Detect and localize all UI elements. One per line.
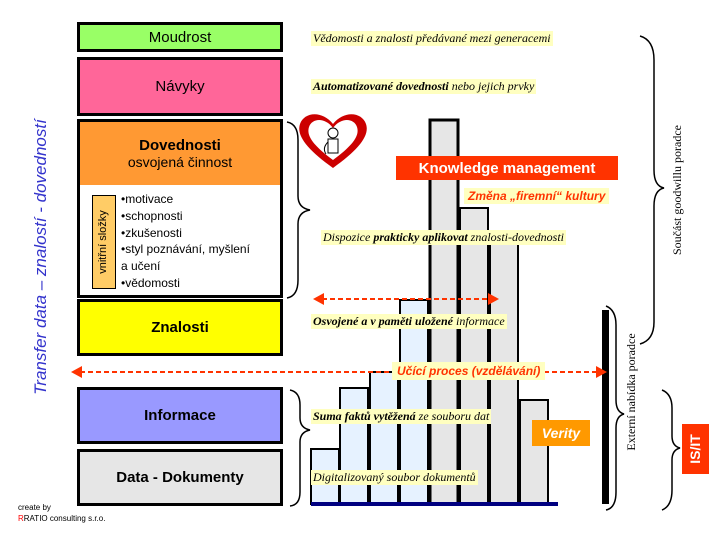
skills-subtitle: osvojená činnost (127, 154, 233, 170)
desc-habits-bold: Automatizované dovednosti (313, 79, 449, 93)
culture-change-callout: Změna „firemní“ kultury (464, 188, 610, 204)
knowledge-management-callout: Knowledge management (396, 156, 618, 180)
brace-isit (661, 389, 681, 511)
level-habits-label: Návyky (155, 78, 205, 95)
level-data-label: Data - Dokumenty (116, 469, 244, 486)
double-arrow-lower (71, 366, 607, 378)
brace-external (605, 305, 625, 511)
desc-knowledge-bold: Osvojené a v paměti uložené (313, 314, 453, 328)
credit-line2: RRATIO consulting s.r.o. (18, 513, 105, 524)
level-information-label: Informace (144, 407, 216, 424)
level-wisdom: Moudrost (77, 22, 283, 52)
level-wisdom-label: Moudrost (148, 28, 212, 46)
desc-information: Suma faktů vytěžená ze souboru dat (311, 409, 492, 424)
desc-skills-bold: prakticky aplikovat (373, 230, 468, 244)
verity-badge: Verity (532, 420, 590, 446)
external-offer-label: Externí nabídka poradce (624, 333, 638, 451)
desc-skills-prefix: Dispozice (323, 230, 374, 244)
credit: create by RRATIO consulting s.r.o. (18, 502, 105, 524)
level-data: Data - Dokumenty (77, 449, 283, 506)
skills-title: Dovednosti (139, 137, 221, 154)
list-item: •styl poznávání, myšlení (121, 242, 250, 257)
list-item: •motivace (121, 192, 174, 206)
desc-skills: Dispozice prakticky aplikovat znalosti-d… (321, 230, 566, 245)
inner-components-list: •motivace •schopnosti •zkušenosti •styl … (121, 191, 250, 292)
list-item: •schopnosti (121, 208, 183, 223)
desc-skills-rest: znalosti-dovednosti (467, 230, 564, 244)
double-arrow-upper (313, 293, 499, 305)
credit-line1: create by (18, 503, 51, 512)
desc-knowledge: Osvojené a v paměti uložené informace (311, 314, 507, 329)
credit-company: RATIO consulting s.r.o. (23, 514, 106, 523)
desc-knowledge-rest: informace (452, 314, 505, 328)
goodwill-label: Součást goodwillu poradce (670, 125, 684, 255)
isit-badge: IS/IT (682, 424, 709, 474)
desc-wisdom: Vědomosti a znalosti předávané mezi gene… (311, 31, 553, 46)
desc-data: Digitalizovaný soubor dokumentů (311, 470, 478, 485)
brace-goodwill (639, 35, 665, 345)
level-knowledge-label: Znalosti (151, 319, 209, 336)
list-item: a učení (121, 259, 161, 274)
isit-label: IS/IT (687, 434, 703, 464)
brace-information (289, 389, 311, 507)
desc-info-bold: Suma faktů vytěžená (313, 409, 416, 423)
brace-skills (286, 121, 311, 299)
list-item: •zkušenosti (121, 225, 182, 240)
desc-info-rest: ze souboru dat (415, 409, 490, 423)
learning-process-callout: Učící proces (vzdělávání) (392, 362, 546, 380)
list-item: •vědomosti (121, 275, 180, 290)
inner-components-tab: vnitřní složky (92, 195, 116, 289)
credit-r: R (18, 514, 24, 523)
level-information: Informace (77, 387, 283, 444)
desc-habits: Automatizované dovednosti nebo jejich pr… (311, 79, 537, 94)
desc-habits-rest: nebo jejich prvky (448, 79, 535, 93)
level-habits: Návyky (77, 57, 283, 116)
level-knowledge: Znalosti (77, 299, 283, 356)
level-skills: Dovednosti osvojená činnost vnitřní slož… (77, 119, 283, 298)
heart-doctor-icon (299, 114, 367, 168)
skills-header: Dovednosti osvojená činnost (80, 122, 280, 185)
